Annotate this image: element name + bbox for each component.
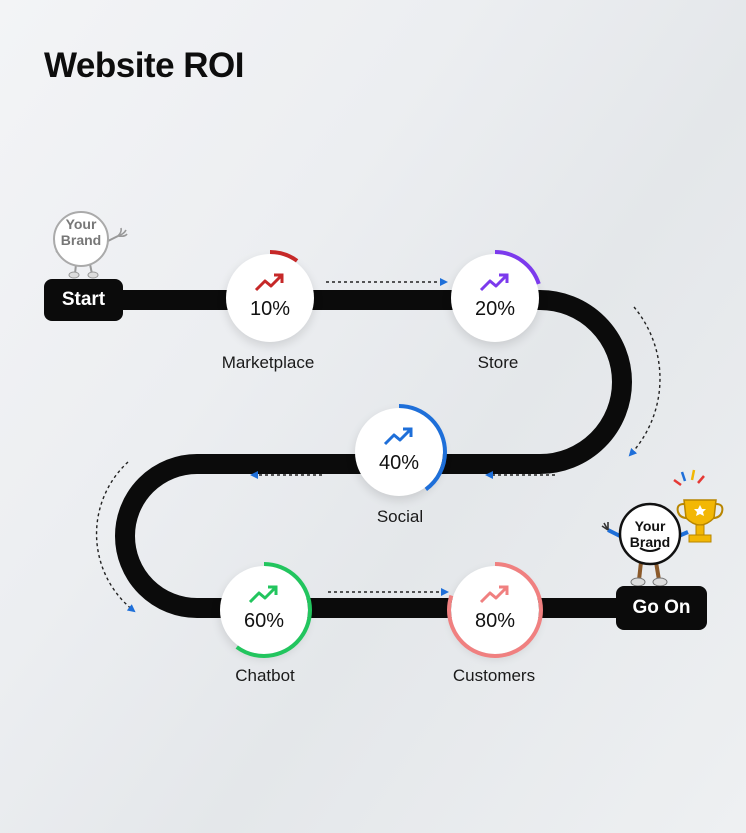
trend-up-icon — [248, 585, 278, 604]
progress-ring-chatbot — [216, 562, 312, 658]
step-percent: 60% — [243, 610, 285, 632]
progress-ring-marketplace — [222, 250, 318, 346]
trend-up-icon — [479, 273, 509, 292]
step-percent: 40% — [378, 452, 420, 474]
step-node-customers: 80% — [447, 562, 543, 658]
end-brand-line2: Brand — [629, 534, 671, 550]
step-percent: 20% — [474, 298, 516, 320]
end-mascot: Your Brand — [594, 468, 724, 590]
road — [80, 290, 650, 618]
dashed-arrow-2 — [628, 306, 661, 457]
trend-up-icon — [383, 427, 413, 446]
progress-ring-social — [351, 404, 447, 500]
progress-ring-customers — [447, 562, 543, 658]
page-title: Website ROI — [44, 46, 245, 85]
start-mascot: Your Brand — [44, 208, 144, 280]
trend-up-icon — [254, 273, 284, 292]
trophy-icon — [676, 499, 724, 543]
step-node-chatbot: 60% — [216, 562, 312, 658]
step-label-store: Store — [477, 353, 519, 372]
end-label: Go On — [616, 586, 707, 630]
step-node-store: 20% — [447, 250, 543, 346]
start-label: Start — [44, 279, 123, 321]
trend-up-icon — [479, 585, 509, 604]
progress-ring-store — [447, 250, 543, 346]
step-node-marketplace: 10% — [222, 250, 318, 346]
step-label-social: Social — [376, 507, 424, 526]
step-label-marketplace: Marketplace — [221, 353, 315, 372]
step-percent: 80% — [474, 610, 516, 632]
step-node-social: 40% — [351, 404, 447, 500]
step-percent: 10% — [249, 298, 291, 320]
step-label-customers: Customers — [452, 666, 536, 685]
end-brand-line1: Your — [634, 518, 666, 534]
dashed-arrow-5 — [95, 461, 136, 613]
start-brand-line2: Brand — [60, 232, 102, 248]
step-label-chatbot: Chatbot — [235, 666, 295, 685]
start-brand-line1: Your — [65, 216, 97, 232]
